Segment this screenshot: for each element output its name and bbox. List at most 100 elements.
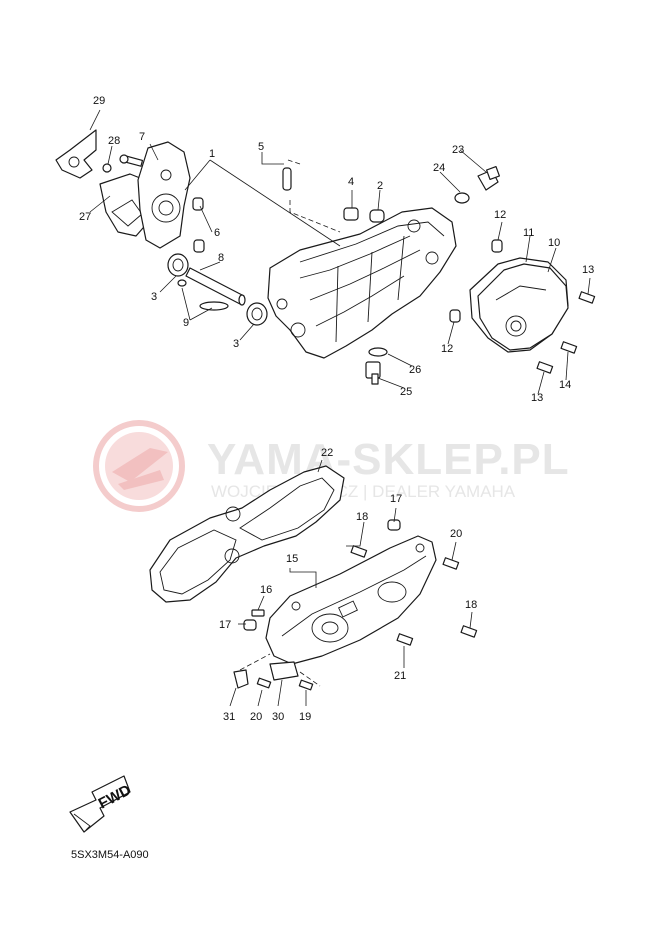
o-ring-part (199, 301, 229, 311)
callout-12: 12 (494, 209, 506, 221)
shim-plate-hole (68, 156, 80, 168)
shaft-part (185, 267, 246, 306)
crankcase-rim (299, 221, 445, 263)
shim-plate-part (55, 129, 97, 179)
callout-24: 24 (433, 162, 445, 174)
cover-rim (281, 555, 427, 637)
crankcase-hole (290, 322, 306, 338)
o-ring-part (177, 279, 187, 287)
diagram-code: 5SX3M54-A090 (71, 849, 149, 861)
callout-3-b: 3 (233, 338, 239, 350)
bolt-part (460, 625, 478, 638)
clip-part (233, 669, 249, 689)
callout-17: 17 (390, 493, 402, 505)
pump-housing-hole (160, 169, 172, 181)
crankcase-hole (276, 298, 288, 310)
pump-housing-bore (151, 193, 181, 223)
callout-19: 19 (299, 711, 311, 723)
watermark-title: YAMA-SKLEP.PL (207, 435, 570, 484)
callout-11: 11 (523, 227, 534, 239)
crankcase-rib (315, 275, 405, 327)
leader-lines-lower (229, 459, 473, 707)
bolt-part (560, 341, 578, 354)
side-cover-part (477, 263, 569, 351)
bolt-part (119, 154, 144, 167)
callout-20-b: 20 (250, 711, 262, 723)
callout-26: 26 (409, 364, 421, 376)
callout-22: 22 (321, 447, 333, 459)
bearing-part (167, 253, 189, 277)
washer-part (368, 347, 388, 357)
dowel-pin-part (491, 239, 503, 253)
crankcase-web (335, 265, 339, 343)
fwd-arrow-icon: FWD (69, 775, 134, 833)
callout-25: 25 (400, 386, 412, 398)
gasket-inner-right (239, 477, 335, 541)
callout-14: 14 (559, 379, 571, 391)
callout-13: 13 (582, 264, 594, 276)
cover-boss-inner (321, 621, 339, 635)
side-cover-rib (495, 285, 547, 301)
yamaha-logo-icon (93, 420, 185, 512)
bolt-part (578, 291, 596, 304)
callout-20: 20 (450, 528, 462, 540)
callout-13-b: 13 (531, 392, 543, 404)
gasket-part (149, 465, 345, 603)
gasket-inner-left (159, 529, 237, 595)
bolt-part (256, 677, 272, 689)
crankcase-web (367, 251, 373, 323)
bolt-part (102, 163, 112, 173)
bearing-part (246, 302, 268, 326)
gasket-hole (225, 506, 241, 522)
bolt-part (298, 679, 314, 691)
cover-hole (415, 543, 425, 553)
plug-part (477, 165, 501, 191)
callout-3: 3 (151, 291, 157, 303)
bolt-part (251, 609, 265, 617)
pin-part (282, 167, 292, 191)
gasket-hole (224, 548, 240, 564)
bolt-part (350, 545, 368, 558)
callout-12-b: 12 (441, 343, 453, 355)
side-cover-bore-inner (510, 320, 522, 332)
callout-10: 10 (548, 237, 560, 249)
side-cover-bore (505, 315, 527, 337)
bolt-part (396, 633, 414, 646)
crankcase-cover-part (265, 535, 437, 665)
bolt-part (442, 557, 460, 570)
cover-hole (291, 601, 301, 611)
pump-housing-part (137, 141, 191, 249)
dowel-pin-part (193, 239, 205, 253)
callout-4: 4 (348, 176, 354, 188)
bolt-part (365, 361, 381, 385)
callout-21: 21 (394, 670, 406, 682)
callout-9: 9 (183, 317, 189, 329)
callout-6: 6 (214, 227, 220, 239)
callout-16: 16 (260, 584, 272, 596)
leader-lines-upper (89, 109, 591, 395)
callout-27: 27 (79, 211, 91, 223)
dowel-pin-part (243, 619, 257, 631)
crankcase-web (397, 235, 405, 301)
dowel-pin-part (192, 197, 204, 211)
cover-window (338, 600, 358, 618)
dowel-pin-part (449, 309, 461, 323)
callout-18: 18 (356, 511, 368, 523)
crankcase-rib (299, 235, 411, 279)
callout-29: 29 (93, 95, 105, 107)
callout-17-b: 17 (219, 619, 231, 631)
callout-18-b: 18 (465, 599, 477, 611)
callout-7: 7 (139, 131, 145, 143)
callout-15: 15 (286, 553, 298, 565)
cover-boss (311, 613, 349, 643)
pump-housing-bore-inner (158, 200, 174, 216)
callout-2: 2 (377, 180, 383, 192)
cover-bracket-part (269, 661, 299, 681)
crankcase-hole (425, 251, 439, 265)
bolt-part (536, 361, 554, 374)
o-ring-part (454, 192, 470, 204)
callout-31: 31 (223, 711, 235, 723)
crankcase-hole (407, 219, 421, 233)
cover-boss (377, 581, 407, 603)
